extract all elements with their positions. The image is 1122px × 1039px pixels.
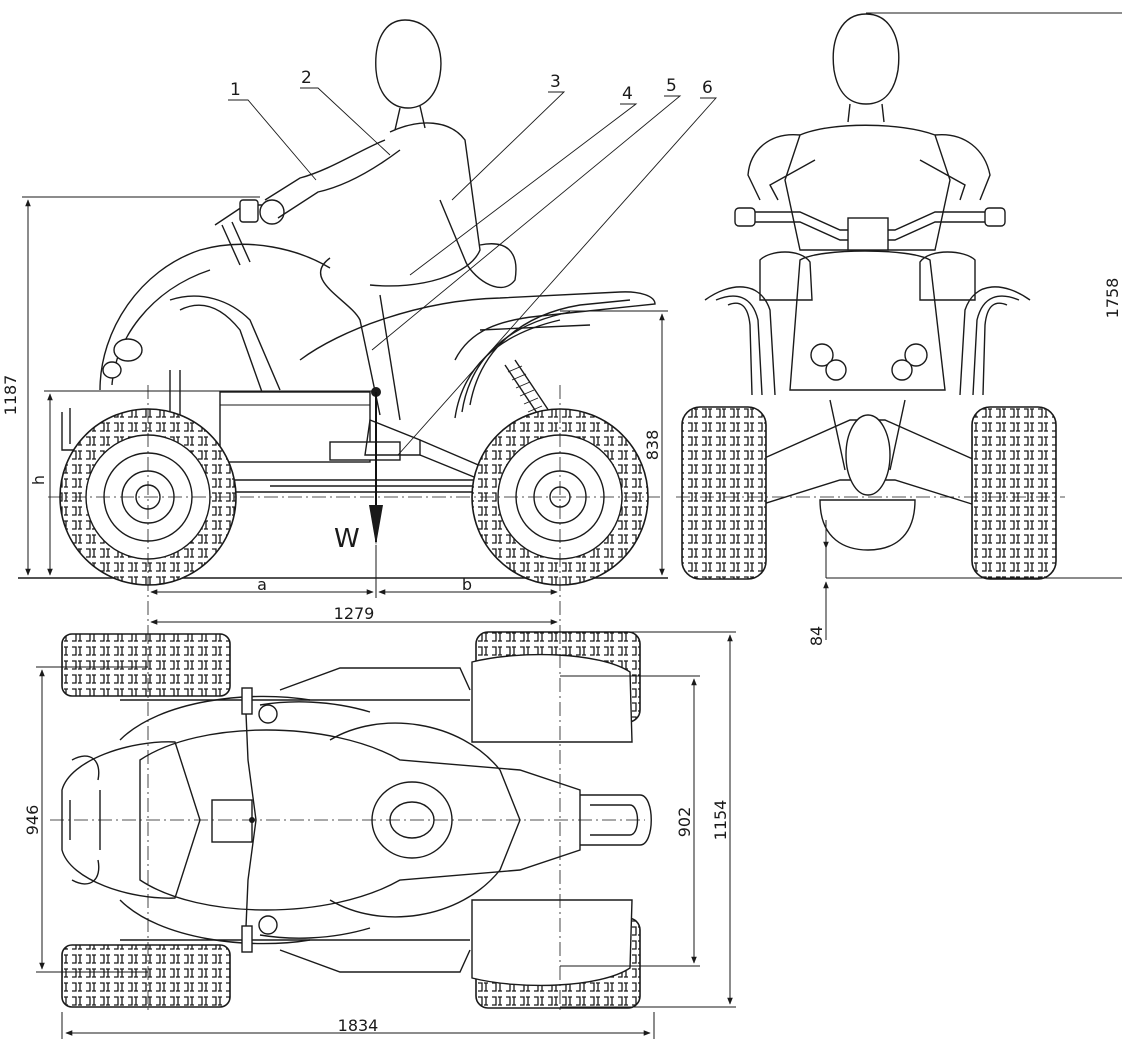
callout-leaders bbox=[228, 87, 718, 456]
dim-front-track: 946 bbox=[23, 805, 42, 836]
side-view: 1 2 3 4 5 6 W 1187 h 838 a b 1279 bbox=[1, 19, 718, 630]
dim-rear-track: 902 bbox=[675, 807, 694, 838]
dim-overall-width: 1154 bbox=[711, 800, 730, 841]
weight-arrow bbox=[369, 505, 383, 545]
weight-label: W bbox=[334, 524, 360, 554]
front-view-right-wheel bbox=[971, 406, 1057, 580]
callout-5: 5 bbox=[666, 76, 677, 96]
rider-figure bbox=[264, 19, 517, 456]
dim-ground-clearance: 84 bbox=[807, 626, 826, 646]
front-view: 84 1758 bbox=[676, 12, 1122, 646]
top-view: 946 902 1154 1834 bbox=[23, 630, 736, 1039]
callout-6: 6 bbox=[702, 78, 713, 98]
dim-cog-height: h bbox=[29, 475, 48, 485]
callout-1: 1 bbox=[230, 80, 241, 100]
dim-wheelbase: 1279 bbox=[334, 604, 375, 623]
callout-4: 4 bbox=[622, 84, 633, 104]
dim-overall-height: 1187 bbox=[1, 375, 20, 416]
callout-2: 2 bbox=[301, 68, 312, 88]
top-front-left-wheel bbox=[61, 633, 231, 697]
dim-overall-length: 1834 bbox=[338, 1016, 379, 1035]
top-front-right-wheel bbox=[61, 944, 231, 1008]
dim-total-height: 1758 bbox=[1103, 278, 1122, 319]
dim-a: a bbox=[257, 575, 267, 594]
dim-seat-height: 838 bbox=[643, 430, 662, 461]
callout-3: 3 bbox=[550, 72, 561, 92]
dim-b: b bbox=[462, 575, 472, 594]
front-view-left-wheel bbox=[681, 406, 767, 580]
